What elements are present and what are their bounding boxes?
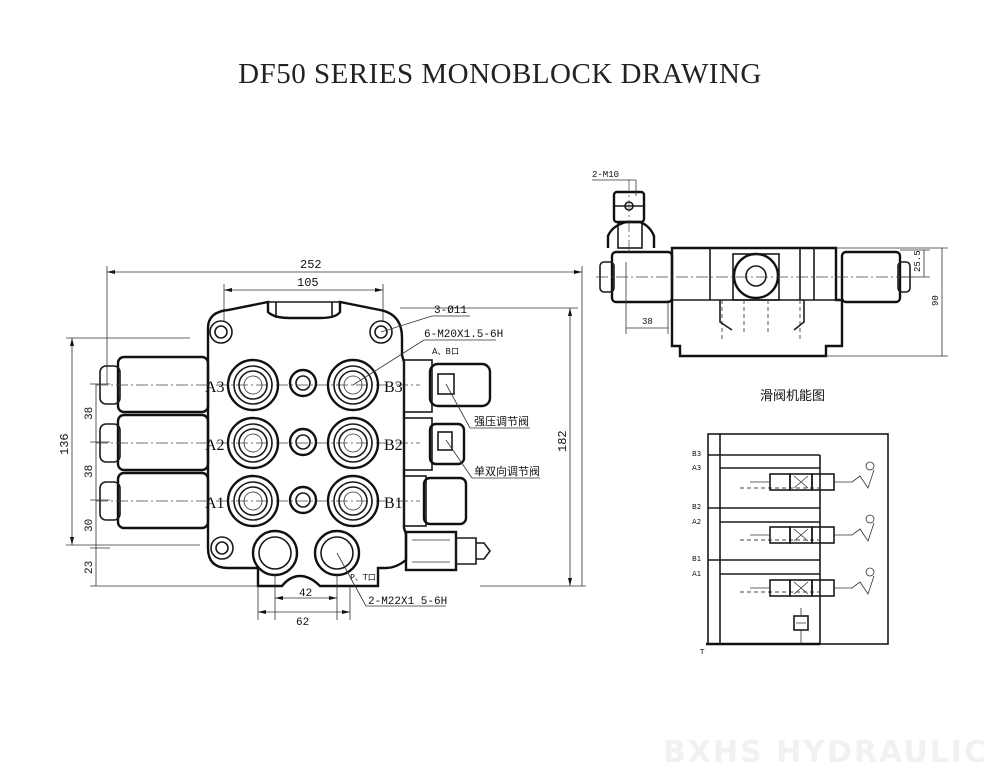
mount-hole-bottom-left	[210, 536, 234, 560]
dim-pitch-2: 38	[84, 465, 96, 478]
port-b3	[326, 358, 380, 412]
center-hole-2	[288, 427, 318, 457]
port-a3	[226, 358, 280, 412]
mount-hole-top-left	[209, 320, 233, 344]
schematic: 滑阀机能图	[692, 389, 889, 656]
callout-bottom-ports: 2-M22X1 5-6H	[368, 596, 447, 608]
schematic-label-a1: A1	[692, 570, 701, 578]
spool-cap-left-1	[99, 471, 210, 530]
port-p	[251, 529, 299, 577]
schematic-label-b3: B3	[692, 450, 701, 458]
schematic-label-b2: B2	[692, 503, 701, 511]
mount-hole-top-right	[369, 320, 393, 344]
dim-pitch-1: 38	[84, 407, 96, 420]
dim-pitch-3: 30	[84, 519, 96, 532]
dim-bottom-offset: 23	[84, 561, 96, 574]
watermark: BXHS HYDRAULIC	[663, 735, 988, 770]
dim-left-height: 136	[58, 433, 72, 455]
front-view: 252 105 182 136 38 38 30 23	[58, 258, 586, 629]
port-b1	[326, 474, 380, 528]
right-valve-3	[403, 359, 492, 413]
port-a2	[226, 416, 280, 470]
center-hole-3	[288, 368, 318, 398]
callout-side-top: 2-M10	[592, 170, 619, 180]
callout-bottom-ports-sub: P、T口	[350, 573, 376, 582]
right-valve-1	[403, 475, 468, 527]
label-a2: A2	[205, 437, 225, 454]
relief-valve-symbol	[793, 608, 809, 644]
dim-side-offset: 38	[642, 317, 653, 327]
dim-overall-width: 252	[300, 258, 322, 272]
spool-symbol-2	[750, 514, 875, 544]
label-a3: A3	[205, 379, 225, 396]
dim-bottom-outer: 62	[296, 617, 309, 629]
label-b2: B2	[384, 437, 403, 454]
label-a1: A1	[205, 495, 225, 512]
port-b2	[326, 416, 380, 470]
schematic-label-a3: A3	[692, 464, 701, 472]
side-view: 2-M10 38 25.5 90	[592, 170, 948, 358]
spool-cap-left-3	[99, 355, 210, 414]
callout-bidirectional-valve: 单双向调节阀	[474, 464, 540, 478]
spool-cap-left-2	[99, 413, 210, 472]
schematic-title: 滑阀机能图	[760, 389, 825, 404]
dim-mount-width: 105	[297, 276, 319, 290]
dim-bottom-inner: 42	[299, 588, 312, 600]
relief-valve-plug	[404, 530, 491, 572]
schematic-label-b1: B1	[692, 555, 701, 563]
dim-overall-height: 182	[556, 430, 570, 452]
dim-side-height: 90	[931, 295, 941, 306]
spool-symbol-1	[750, 567, 875, 597]
label-b3: B3	[384, 379, 403, 396]
schematic-label-t: T	[699, 648, 705, 656]
port-a1	[226, 474, 280, 528]
schematic-label-a2: A2	[692, 518, 701, 526]
dim-side-small: 25.5	[913, 250, 923, 272]
callout-work-ports: 6-M20X1.5-6H	[424, 329, 503, 341]
callout-work-ports-sub: A、B口	[432, 347, 459, 356]
center-hole-1	[288, 485, 318, 515]
callout-mount-holes: 3-Ø11	[434, 305, 467, 317]
label-b1: B1	[384, 495, 403, 512]
drawing-title: DF50 SERIES MONOBLOCK DRAWING	[238, 58, 762, 90]
callout-pressure-valve: 强压调节阀	[474, 414, 529, 428]
spool-symbol-3	[750, 461, 875, 491]
right-valve-2	[403, 417, 466, 471]
